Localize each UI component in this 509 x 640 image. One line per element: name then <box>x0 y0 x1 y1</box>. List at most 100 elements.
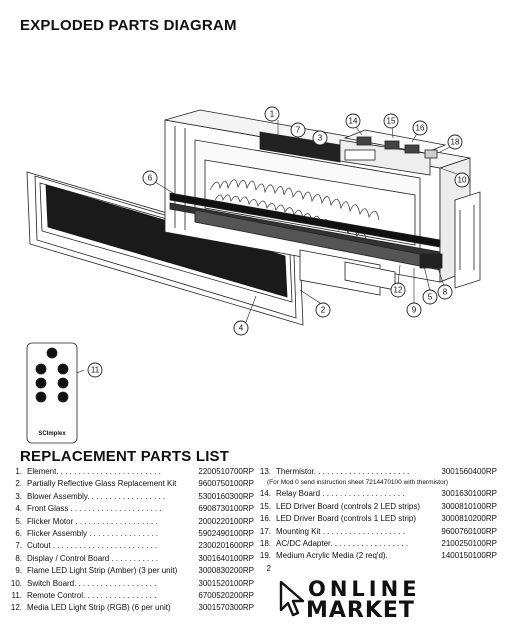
callout-circle <box>437 284 453 300</box>
part-code: 6908730100RP <box>198 504 254 514</box>
part-code: 3001630100RP <box>441 489 497 499</box>
part-number-index: 5. <box>15 516 22 526</box>
callout-number: 12 <box>394 286 403 295</box>
part-code: 1400150100RP <box>441 551 497 561</box>
callout-circle <box>87 362 103 378</box>
parts-list-row: 9.Flame LED Light Strip (Amber) (3 per u… <box>8 565 254 577</box>
part-number-index: 2 <box>266 563 271 573</box>
parts-list-row: 5. Flicker Motor . . . . . . . . . . . . … <box>8 516 254 528</box>
part-code: 3000810100RP <box>441 501 497 511</box>
flame-cutout <box>204 159 416 246</box>
callout-circle <box>406 302 422 318</box>
part-number-index: 12. <box>10 603 22 613</box>
part-description: LED Driver Board (controls 2 LED strips) <box>276 501 421 511</box>
callout-circle <box>142 170 158 186</box>
part-code: 2200510700RP <box>198 467 254 476</box>
callout-circle <box>383 113 399 129</box>
callout-number: 10 <box>458 176 467 185</box>
part-description: Relay Board . . . . . . . . . . . . . . … <box>276 489 405 499</box>
callout-circle <box>412 120 428 136</box>
part-description: Medium Acrylic Media (2 req'd). <box>276 551 388 561</box>
part-code: 9600760100RP <box>441 526 497 536</box>
callout-circle <box>290 122 306 138</box>
parts-list-row: 11. Remote Control. . . . . . . . . . . .… <box>8 590 254 602</box>
callout-circle <box>233 320 249 336</box>
cursor-arrow-icon <box>279 580 305 617</box>
parts-list-row: 14. Relay Board . . . . . . . . . . . . .… <box>257 488 497 500</box>
parts-list-row: 16. LED Driver Board (controls 1 LED stri… <box>257 513 497 525</box>
part-number-index: 3. <box>15 491 22 501</box>
part-code: 3001560400RP <box>441 467 497 476</box>
part-description: Blower Assembly. . . . . . . . . . . . .… <box>27 491 166 501</box>
part-code: 2300201600RP <box>198 541 254 551</box>
part-number-index: 17. <box>259 526 271 536</box>
part-description: Partially Reflective Glass Replacement K… <box>27 479 177 489</box>
part-number-index: 6. <box>15 529 22 539</box>
remote-brand-label: SCImplex <box>38 431 66 437</box>
parts-list-left: 1. Element. . . . . . . . . . . . . . . .… <box>8 466 254 615</box>
part-number-index: 9. <box>15 566 22 576</box>
callout-number: 2 <box>321 306 326 315</box>
parts-list-row: 19. Medium Acrylic Media (2 req'd). 140015… <box>257 550 497 562</box>
remote-control <box>26 342 78 444</box>
part-number-index: 19. <box>259 551 271 561</box>
part-number-index: 11. <box>11 591 22 601</box>
callout-number: 7 <box>296 126 301 135</box>
part-description: Mounting Kit . . . . . . . . . . . . . .… <box>276 526 405 536</box>
part-number-index: 1. <box>15 467 22 476</box>
parts-list-row: 15.LED Driver Board (controls 2 LED stri… <box>257 501 497 513</box>
part-description: Element. . . . . . . . . . . . . . . . .… <box>27 467 161 476</box>
callout-circle <box>390 282 406 298</box>
callout-number: 1 <box>270 110 275 119</box>
parts-list-row: 12. Media LED Light Strip (RGB) (6 per un… <box>8 602 254 614</box>
part-number-index: 10. <box>10 578 22 588</box>
callout-circle <box>447 134 463 150</box>
page-title: EXPLODED PARTS DIAGRAM <box>20 17 237 34</box>
part-description: Switch Board. . . . . . . . . . . . . . … <box>27 578 157 588</box>
element-blower <box>259 131 431 176</box>
parts-list-row: 10. Switch Board. . . . . . . . . . . . .… <box>8 578 254 590</box>
part-description: Flicker Motor . . . . . . . . . . . . . … <box>27 516 158 526</box>
part-number-index: 18. <box>259 539 271 549</box>
callout-number: 11 <box>91 366 100 375</box>
callout-number: 18 <box>451 138 460 147</box>
part-description: Display / Control Board . . . . . . . . … <box>27 553 159 563</box>
part-code: 2000220100RP <box>198 516 254 526</box>
parts-list-row: 8.Display / Control Board . . . . . . . … <box>8 553 254 565</box>
part-code: 3000810200RP <box>441 514 497 524</box>
parts-list-row: 2. Partially Reflective Glass Replacement… <box>8 478 254 490</box>
parts-list-row: 6. Flicker Assembly . . . . . . . . . . .… <box>8 528 254 540</box>
parts-list-row: 17. Mounting Kit . . . . . . . . . . . . … <box>257 526 497 538</box>
parts-list-row: 13.Thermistor. . . . . . . . . . . . . .… <box>257 466 497 478</box>
parts-list-row: 7.Cutout . . . . . . . . . . . . . . . .… <box>8 540 254 552</box>
parts-list-row: 1. Element. . . . . . . . . . . . . . . .… <box>8 466 254 478</box>
part-description: AC/DC Adapter. . . . . . . . . . . . . .… <box>276 539 409 549</box>
part-description: Media LED Light Strip (RGB) (6 per unit) <box>27 603 171 613</box>
callout-number: 14 <box>349 117 358 126</box>
parts-list-right: 13.Thermistor. . . . . . . . . . . . . .… <box>257 466 497 575</box>
callout-circle <box>315 302 331 318</box>
parts-list-row: 18. AC/DC Adapter. . . . . . . . . . . . … <box>257 538 497 550</box>
part-description: Remote Control. . . . . . . . . . . . . … <box>27 591 157 601</box>
media-tray <box>299 249 396 296</box>
callout-circle <box>422 289 438 305</box>
part-code: 3001640100RP <box>198 553 254 563</box>
side-panel <box>454 191 481 289</box>
part-code: 5300160300RP <box>198 491 254 501</box>
part-code: 2100250100RP <box>441 539 497 549</box>
callout-circle <box>264 106 280 122</box>
part-description: Thermistor. . . . . . . . . . . . . . . … <box>276 467 410 476</box>
callout-number: 15 <box>387 117 396 126</box>
part-number-index: 2. <box>15 479 22 489</box>
callout-number: 5 <box>428 293 433 302</box>
part-number-index: 14. <box>259 489 271 499</box>
callout-circle <box>345 113 361 129</box>
part-number-index: 16. <box>259 514 271 524</box>
part-code: 6700520200RP <box>198 591 254 601</box>
parts-list-row: 4.Front Glass . . . . . . . . . . . . . … <box>8 503 254 515</box>
part-description: LED Driver Board (controls 1 LED strip) <box>276 514 417 524</box>
part-description: Flicker Assembly . . . . . . . . . . . .… <box>27 529 159 539</box>
part-code: 3001570300RP <box>198 603 254 613</box>
